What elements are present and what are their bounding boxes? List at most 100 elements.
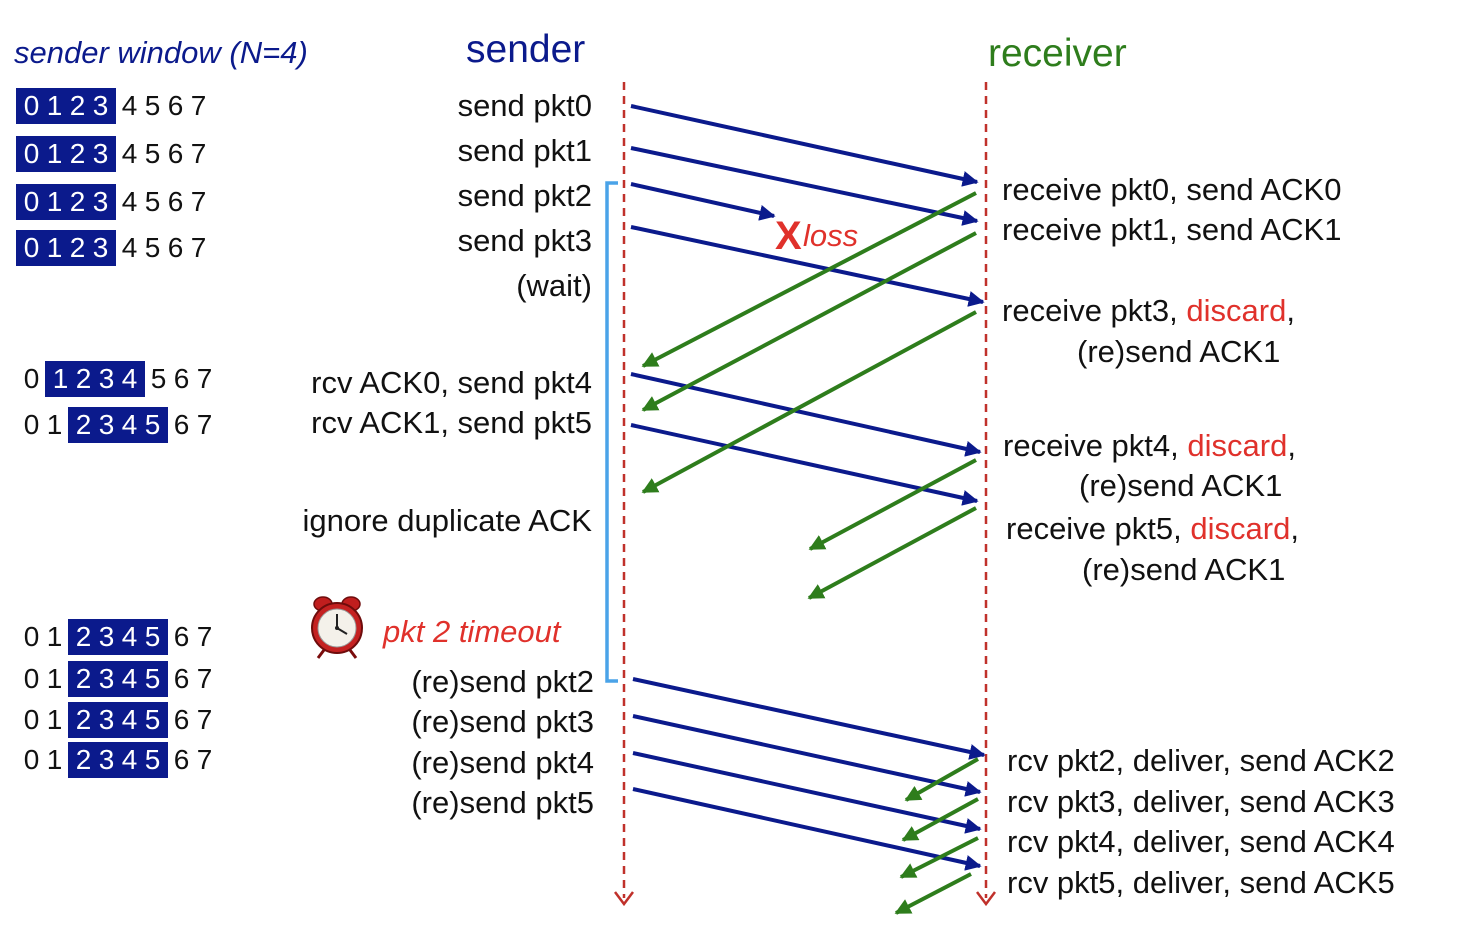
sender-event: send pkt1 — [457, 133, 592, 168]
seq-number: 7 — [190, 186, 207, 217]
receiver-event: (re)send ACK1 — [1077, 334, 1281, 369]
seq-number: 6 — [173, 621, 190, 652]
seq-number: 5 — [144, 186, 161, 217]
pkt4-arrow — [630, 372, 982, 457]
seq-number: 2 — [69, 138, 86, 169]
sender-event: rcv ACK0, send pkt4 — [311, 365, 592, 400]
seq-number: 0 — [23, 621, 40, 652]
seq-number: 3 — [98, 663, 115, 694]
ack1-dup-arrow — [807, 506, 977, 600]
alarm-clock-icon — [311, 596, 363, 659]
seq-number: 6 — [173, 409, 190, 440]
pkt4-resend-arrow — [632, 751, 982, 834]
seq-number: 4 — [121, 186, 138, 217]
receiver-event: (re)send ACK1 — [1082, 552, 1286, 587]
seq-number: 1 — [46, 90, 63, 121]
sender-event: ignore duplicate ACK — [302, 503, 592, 538]
pkt2-resend-arrow — [632, 677, 986, 760]
seq-number: 4 — [121, 409, 138, 440]
seq-number: 0 — [23, 744, 40, 775]
seq-number: 4 — [121, 621, 138, 652]
seq-number: 4 — [121, 363, 138, 394]
seq-number: 5 — [144, 232, 161, 263]
seq-number: 6 — [167, 138, 184, 169]
seq-number: 7 — [196, 363, 213, 394]
seq-number: 0 — [23, 409, 40, 440]
receiver-event: rcv pkt5, deliver, send ACK5 — [1007, 865, 1395, 900]
seq-number: 7 — [196, 744, 213, 775]
timeout-label: pkt 2 timeout — [383, 614, 561, 649]
pkt5-resend-arrow — [632, 787, 982, 871]
receiver-event: rcv pkt4, deliver, send ACK4 — [1007, 824, 1395, 859]
pkt1-arrow — [630, 146, 979, 226]
seq-number: 5 — [144, 663, 161, 694]
pkt3-resend-arrow — [632, 714, 982, 797]
ack3-arrow — [901, 797, 979, 842]
seq-number: 2 — [69, 186, 86, 217]
seq-number: 4 — [121, 232, 138, 263]
receiver-event-text: receive pkt3, — [1002, 293, 1187, 328]
ack1-dup-arrow — [808, 458, 977, 551]
seq-number: 1 — [46, 232, 63, 263]
seq-number: 1 — [46, 663, 63, 694]
pkt2-lost-arrow — [630, 182, 776, 221]
ack1-arrow — [641, 231, 977, 412]
receiver-event: rcv pkt2, deliver, send ACK2 — [1007, 743, 1395, 778]
seq-number: 2 — [75, 704, 92, 735]
seq-number: 2 — [69, 90, 86, 121]
seq-number: 3 — [98, 409, 115, 440]
sender-header: sender — [466, 28, 586, 71]
receiver-event-text: receive pkt4, — [1003, 428, 1188, 463]
seq-number: 7 — [196, 704, 213, 735]
ack1-dup-arrow — [641, 310, 977, 494]
seq-number: 5 — [150, 363, 167, 394]
seq-number: 6 — [167, 186, 184, 217]
seq-number: 2 — [75, 663, 92, 694]
seq-number: 6 — [173, 704, 190, 735]
seq-number: 1 — [52, 363, 69, 394]
sender-event: rcv ACK1, send pkt5 — [311, 405, 592, 440]
seq-number: 5 — [144, 409, 161, 440]
seq-number: 3 — [92, 186, 109, 217]
seq-number: 3 — [98, 704, 115, 735]
seq-number: 6 — [173, 744, 190, 775]
ack4-arrow — [899, 836, 979, 879]
seq-number: 7 — [190, 232, 207, 263]
seq-number: 2 — [75, 621, 92, 652]
seq-number: 5 — [144, 90, 161, 121]
discard-text: discard — [1187, 428, 1288, 463]
seq-number: 0 — [23, 232, 40, 263]
seq-number: 0 — [23, 704, 40, 735]
sender-event: (wait) — [516, 268, 592, 303]
receiver-event: rcv pkt3, deliver, send ACK3 — [1007, 784, 1395, 819]
seq-number: 4 — [121, 138, 138, 169]
seq-number: 0 — [23, 138, 40, 169]
seq-number: 4 — [121, 663, 138, 694]
seq-number: 3 — [98, 744, 115, 775]
receiver-event: (re)send ACK1 — [1079, 468, 1283, 503]
seq-number: 0 — [23, 90, 40, 121]
pkt3-arrow — [630, 225, 985, 307]
receiver-header: receiver — [988, 32, 1127, 75]
receiver-event-text: receive pkt5, — [1006, 511, 1191, 546]
seq-number: 5 — [144, 138, 161, 169]
seq-number: 6 — [173, 663, 190, 694]
seq-number: 6 — [167, 90, 184, 121]
